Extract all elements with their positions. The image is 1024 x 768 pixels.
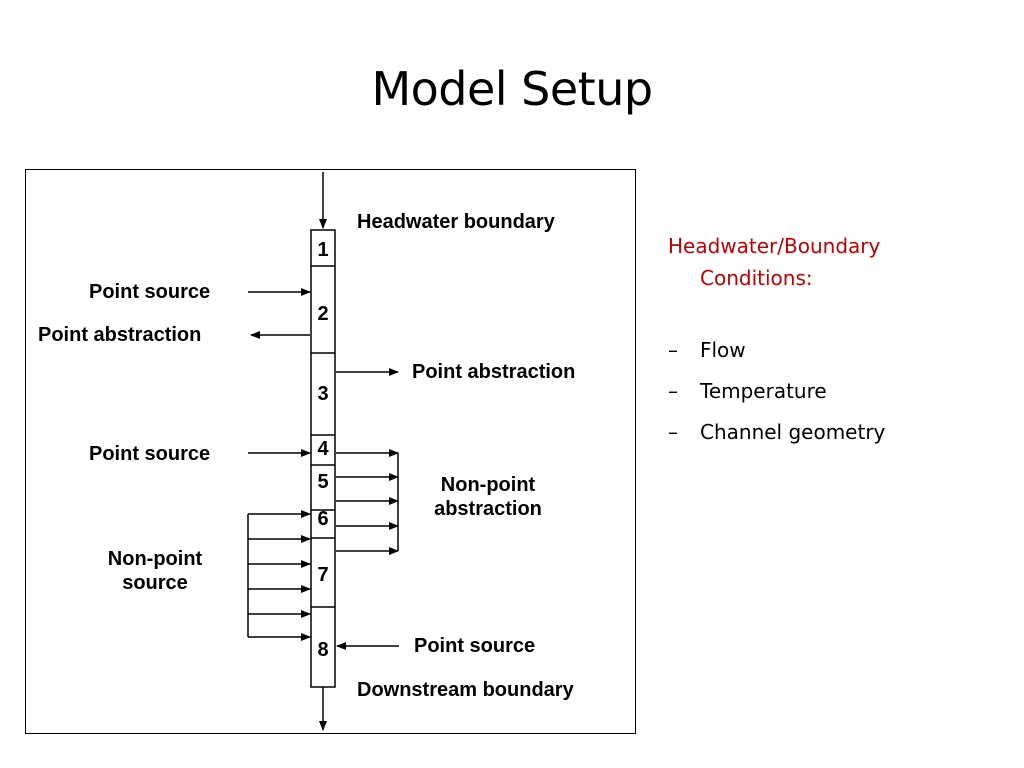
diagram-lines xyxy=(247,172,399,731)
non-point-abstraction-label: Non-point abstraction xyxy=(434,474,542,520)
list-item: –Flow xyxy=(668,330,1008,371)
segment-number: 5 xyxy=(317,471,329,493)
non-point-source-label: Non-point source xyxy=(107,548,203,594)
point-source-label: Point source xyxy=(89,281,211,303)
point-source-label: Point source xyxy=(89,443,211,465)
segment-number: 3 xyxy=(317,383,329,405)
slide-title: Model Setup xyxy=(371,62,653,116)
point-abstraction-label: Point abstraction xyxy=(412,361,576,383)
headwater-boundary-label: Headwater boundary xyxy=(357,211,555,233)
conditions-list: –Flow –Temperature –Channel geometry xyxy=(668,330,1008,453)
list-item: –Temperature xyxy=(668,371,1008,412)
segment-number: 6 xyxy=(317,508,329,530)
heading-line-1: Headwater/Boundary xyxy=(668,234,881,258)
segment-number: 8 xyxy=(317,639,329,661)
segment-number: 4 xyxy=(317,438,329,460)
list-item-text: Channel geometry xyxy=(700,420,886,444)
list-item-text: Flow xyxy=(700,338,746,362)
heading-line-2: Conditions: xyxy=(700,266,813,290)
boundary-conditions-panel: Headwater/Boundary Conditions: –Flow –Te… xyxy=(668,230,1008,453)
point-abstraction-label: Point abstraction xyxy=(38,324,202,346)
model-diagram: 1 2 3 4 5 6 7 8 Headwater boundary Point… xyxy=(25,169,636,734)
dash-bullet: – xyxy=(668,379,678,403)
boundary-conditions-heading: Headwater/Boundary Conditions: xyxy=(668,230,1008,294)
list-item: –Channel geometry xyxy=(668,412,1008,453)
list-item-text: Temperature xyxy=(700,379,827,403)
segment-number: 1 xyxy=(317,239,329,261)
segment-number: 7 xyxy=(317,564,329,586)
point-source-label: Point source xyxy=(414,635,536,657)
downstream-boundary-label: Downstream boundary xyxy=(357,679,574,701)
segment-number: 2 xyxy=(317,303,329,325)
dash-bullet: – xyxy=(668,338,678,362)
dash-bullet: – xyxy=(668,420,678,444)
